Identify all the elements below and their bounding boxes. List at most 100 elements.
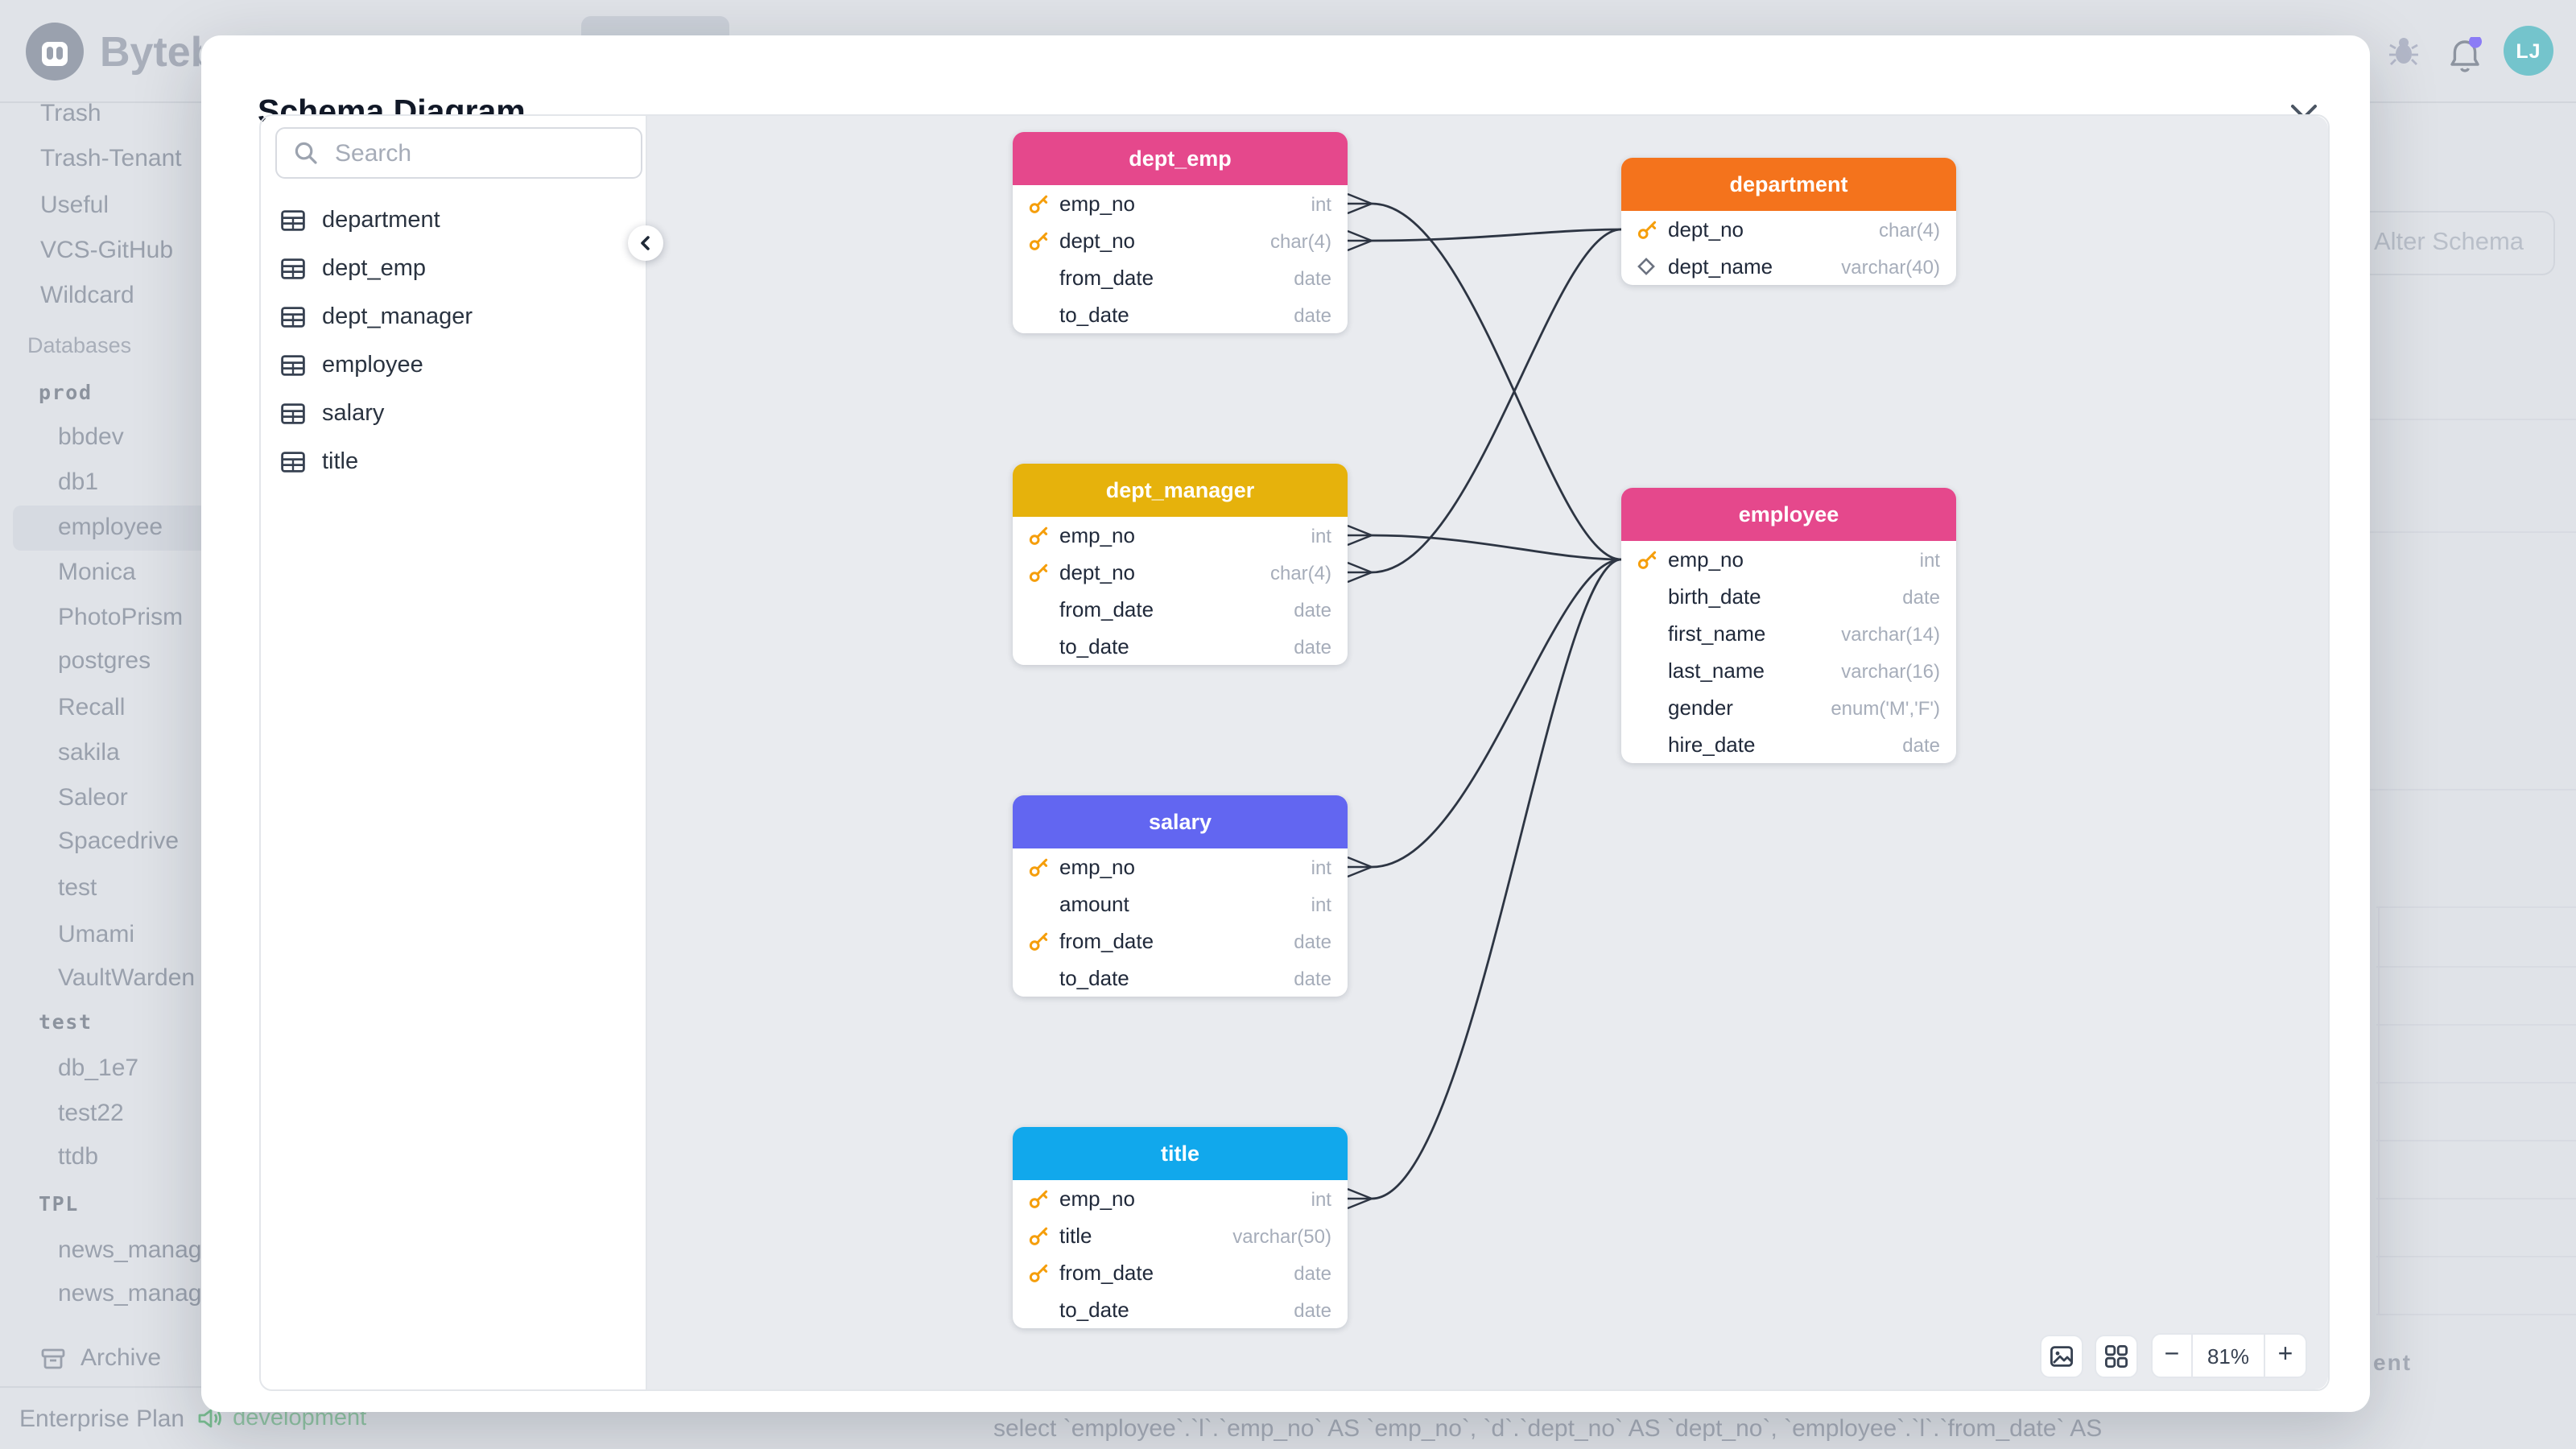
sidebar-db-Spacedrive[interactable]: Spacedrive: [58, 827, 180, 854]
column-row-amount: amount int: [1059, 892, 1331, 916]
sidebar-group-TPL[interactable]: TPL: [39, 1191, 79, 1215]
sidebar-item-archive[interactable]: Archive: [40, 1341, 161, 1377]
column-row-last_name: last_name varchar(16): [1668, 658, 1940, 683]
zoom-in-button[interactable]: +: [2277, 1341, 2293, 1368]
sidebar-db-Recall[interactable]: Recall: [58, 694, 126, 721]
table-panel: department dept_emp dept_manager employe…: [261, 116, 663, 1389]
export-image-button[interactable]: [2040, 1335, 2083, 1378]
sidebar-db-test22[interactable]: test22: [58, 1099, 124, 1126]
sidebar-db-Umami[interactable]: Umami: [58, 920, 134, 947]
search-box: [275, 127, 642, 179]
zoom-out-button[interactable]: −: [2164, 1341, 2180, 1368]
table-list-item-salary[interactable]: salary: [261, 390, 646, 438]
header-button-partial: [581, 16, 729, 35]
column-row-dept_no: dept_no char(4): [1013, 554, 1348, 591]
sidebar-db-employee[interactable]: employee: [58, 514, 163, 541]
sidebar-item-trash[interactable]: Trash: [40, 100, 101, 127]
sql-preview-text: select `employee`.`l`.`emp_no` AS `emp_n…: [993, 1415, 2103, 1443]
table-list-item-dept_manager[interactable]: dept_manager: [261, 293, 646, 341]
sidebar-db-postgres[interactable]: postgres: [58, 647, 151, 675]
diagram-workspace: department dept_emp dept_manager employe…: [259, 114, 2330, 1391]
sidebar-group-prod[interactable]: prod: [39, 379, 93, 403]
announcement-speaker-icon: [197, 1409, 221, 1428]
table-node-title: dept_manager: [1013, 464, 1348, 517]
search-input[interactable]: [332, 138, 625, 168]
sidebar-db-news_manage[interactable]: news_manage: [58, 1279, 216, 1307]
table-node-title[interactable]: title emp_no int title varchar(50) from_…: [1013, 1127, 1348, 1328]
auto-layout-button[interactable]: [2095, 1335, 2138, 1378]
primary-key-icon: [1029, 526, 1048, 545]
column-row-from_date: from_date date: [1013, 1254, 1348, 1291]
edge-dept_manager-employee: [1347, 524, 1622, 561]
primary-key-icon: [1029, 1190, 1048, 1208]
chevron-left-icon: [641, 236, 650, 250]
search-icon: [295, 142, 317, 164]
column-row-dept_no: dept_no char(4): [1621, 211, 1956, 248]
zoom-level: 81%: [2191, 1335, 2265, 1377]
table-icon: [281, 307, 305, 328]
table-list-item-employee[interactable]: employee: [261, 341, 646, 390]
column-row-dept_no: dept_no char(4): [1013, 222, 1348, 259]
sidebar-db-ttdb[interactable]: ttdb: [58, 1143, 99, 1170]
zoom-control: − 81% +: [2151, 1333, 2307, 1378]
table-node-title: employee: [1621, 488, 1956, 541]
image-icon: [2050, 1346, 2074, 1367]
brand-wordmark: Bytebase: [100, 27, 201, 76]
avatar[interactable]: LJ: [2504, 26, 2553, 76]
grid-layout-icon: [2105, 1345, 2128, 1368]
primary-key-icon: [1029, 1264, 1048, 1282]
diagram-canvas[interactable]: dept_emp emp_no int dept_no char(4) from…: [647, 116, 2328, 1389]
index-diamond-icon: [1637, 258, 1655, 275]
sidebar-section-databases: Databases: [27, 332, 132, 357]
column-row-to_date: to_date date: [1059, 634, 1331, 658]
column-row-emp_no: emp_no int: [1013, 517, 1348, 554]
sidebar-db-db1[interactable]: db1: [58, 468, 99, 495]
sidebar-db-news_manage[interactable]: news_manage: [58, 1236, 216, 1263]
relationship-edges: [1347, 192, 1622, 1210]
column-row-dept_name: dept_name varchar(40): [1621, 248, 1956, 285]
column-row-gender: gender enum('M','F'): [1668, 696, 1940, 720]
sidebar-db-PhotoPrism[interactable]: PhotoPrism: [58, 603, 184, 630]
sidebar-group-test[interactable]: test: [39, 1009, 93, 1033]
primary-key-icon: [1029, 232, 1048, 250]
sidebar-db-sakila[interactable]: sakila: [58, 739, 120, 766]
schema-diagram-modal: Schema Diagram department dept_emp: [201, 35, 2370, 1412]
sidebar-item-trash-tenant[interactable]: Trash-Tenant: [40, 145, 182, 172]
column-row-emp_no: emp_no int: [1013, 185, 1348, 222]
table-node-employee[interactable]: employee emp_no int birth_date date firs…: [1621, 488, 1956, 763]
column-row-birth_date: birth_date date: [1668, 584, 1940, 609]
bytebase-logo-icon[interactable]: [26, 23, 84, 80]
column-row-emp_no: emp_no int: [1013, 1180, 1348, 1217]
bug-icon[interactable]: [2388, 35, 2420, 68]
table-node-title: department: [1621, 158, 1956, 211]
column-row-from_date: from_date date: [1059, 597, 1331, 621]
sidebar-db-bbdev[interactable]: bbdev: [58, 423, 124, 451]
sidebar-db-VaultWarden[interactable]: VaultWarden: [58, 964, 196, 992]
primary-key-icon: [1637, 221, 1657, 239]
collapse-panel-button[interactable]: [628, 225, 663, 261]
table-node-dept_emp[interactable]: dept_emp emp_no int dept_no char(4) from…: [1013, 132, 1348, 333]
sidebar-item-useful[interactable]: Useful: [40, 191, 109, 218]
table-node-department[interactable]: department dept_no char(4) dept_name var…: [1621, 158, 1956, 285]
table-list-item-department[interactable]: department: [261, 196, 646, 245]
column-row-from_date: from_date date: [1013, 923, 1348, 960]
sidebar-item-wildcard[interactable]: Wildcard: [40, 281, 134, 308]
table-list-item-dept_emp[interactable]: dept_emp: [261, 245, 646, 293]
table-list-item-title[interactable]: title: [261, 438, 646, 486]
column-row-emp_no: emp_no int: [1621, 541, 1956, 578]
table-icon: [281, 403, 305, 424]
primary-key-icon: [1029, 195, 1048, 213]
sidebar-db-Saleor[interactable]: Saleor: [58, 784, 128, 811]
sidebar-db-test[interactable]: test: [58, 874, 97, 902]
edge-dept_emp-department: [1347, 228, 1622, 252]
sidebar-db-db_1e7[interactable]: db_1e7: [58, 1054, 139, 1081]
sidebar-db-Monica[interactable]: Monica: [58, 558, 136, 585]
alter-schema-button[interactable]: Alter Schema: [2343, 211, 2555, 275]
sidebar-item-vcs-github[interactable]: VCS-GitHub: [40, 236, 174, 263]
bell-icon[interactable]: [2447, 37, 2483, 76]
column-row-title: title varchar(50): [1013, 1217, 1348, 1254]
plan-label: Enterprise Plan: [19, 1405, 185, 1432]
primary-key-icon: [1637, 551, 1657, 569]
table-node-salary[interactable]: salary emp_no int amount int from_date d…: [1013, 795, 1348, 997]
table-node-dept_manager[interactable]: dept_manager emp_no int dept_no char(4) …: [1013, 464, 1348, 665]
